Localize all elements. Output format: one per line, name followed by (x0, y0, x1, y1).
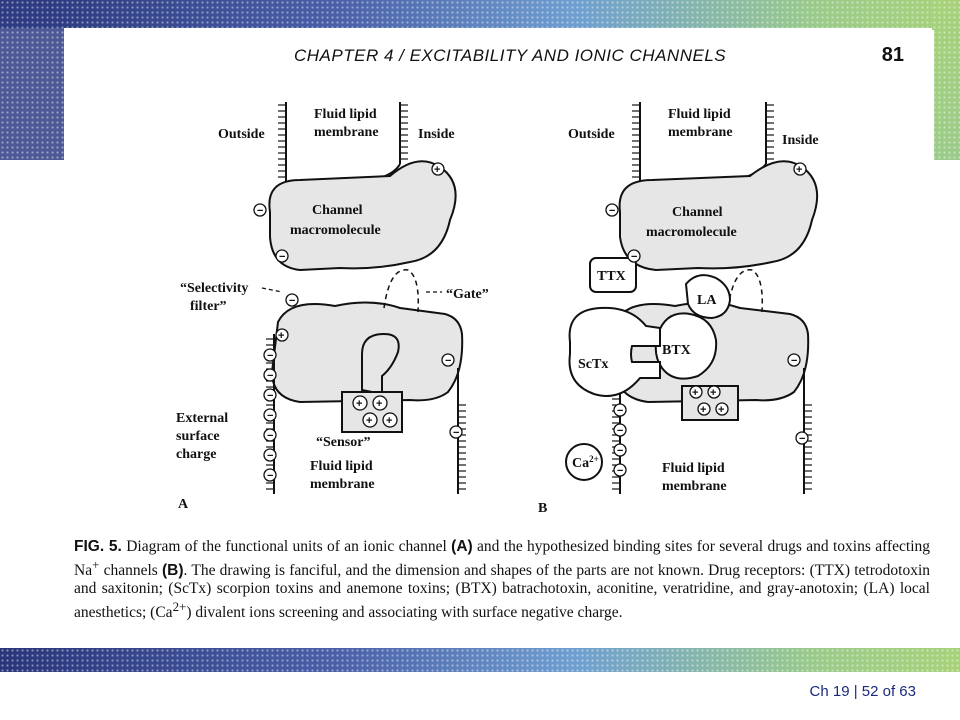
caption-ref-b: (B) (162, 562, 184, 580)
svg-text:−: − (267, 410, 273, 422)
diagram-b-ca-label: Ca2+ (572, 454, 599, 471)
caption-ca-sup: 2+ (172, 599, 187, 615)
caption-text-2: and the hypothesized binding sites for s… (74, 538, 931, 580)
diagram-b-ttx-label: TTX (597, 269, 626, 284)
svg-text:−: − (267, 430, 273, 442)
caption-fig-label: FIG. 5. (74, 538, 122, 555)
diagram-a-selectivity-label-1: “Selectivity (180, 281, 248, 296)
caption-text-4: . The drawing is fanciful, and the dimen… (74, 562, 930, 622)
caption-na-sup: + (92, 557, 100, 572)
diagram-b-btx-label: BTX (662, 343, 691, 358)
caption-text-3: channels (99, 562, 163, 580)
diagram-a-external-label-1: External (176, 411, 228, 426)
svg-text:−: − (617, 445, 623, 457)
diagram-b-panel-label: B (538, 501, 547, 516)
svg-text:+: + (366, 415, 372, 427)
svg-text:−: − (267, 350, 273, 362)
diagram-a-sensor-charges: + + + + (352, 395, 398, 428)
diagram-a-inside-label: Inside (418, 127, 455, 142)
svg-text:+: + (700, 404, 706, 416)
diagram-b-membrane-bottom-label-1: Fluid lipid (662, 461, 725, 476)
diagram-b-upper-channel (618, 160, 819, 272)
diagram-b: TTX LA BTX ScTx + + + + − − + (538, 102, 819, 516)
diagram-b-la-shape (684, 274, 732, 320)
diagram-a-sensor-label: “Sensor” (316, 435, 370, 450)
diagram-a-channel-label-1: Channel (312, 203, 363, 218)
svg-text:−: − (257, 205, 263, 217)
svg-text:−: − (267, 450, 273, 462)
diagram-b-membrane-top-label-2: membrane (668, 125, 733, 140)
diagram-b-sctx-shape (568, 306, 661, 397)
svg-text:+: + (692, 387, 698, 399)
caption-text-5: ) divalent ions screening and associatin… (186, 604, 623, 622)
page-number: 81 (881, 44, 904, 66)
svg-text:−: − (631, 251, 637, 263)
svg-text:−: − (279, 251, 285, 263)
figure-caption: FIG. 5. Diagram of the functional units … (74, 538, 930, 622)
diagram-a-gate-label: “Gate” (446, 287, 489, 302)
svg-text:+: + (710, 387, 716, 399)
svg-text:−: − (617, 465, 623, 477)
svg-text:+: + (376, 398, 382, 410)
caption-text-1: Diagram of the functional units of an io… (126, 538, 452, 555)
diagram-a-channel-label-2: macromolecule (290, 223, 381, 238)
diagram-b-lower-membrane-right (803, 368, 812, 494)
svg-text:−: − (445, 355, 451, 367)
svg-text:+: + (718, 404, 724, 416)
diagram-b-sctx-label: ScTx (578, 357, 608, 372)
left-frame-block (0, 0, 64, 160)
diagram-a-membrane-top-label-2: membrane (314, 125, 379, 140)
channel-diagram-figure: + + + + + − − − − − − − − − − + − (176, 102, 819, 516)
diagram-a-outside-label: Outside (218, 127, 265, 142)
diagram-a-panel-label: A (178, 497, 189, 512)
svg-text:+: + (796, 164, 802, 176)
top-frame-bar (0, 0, 960, 28)
bottom-frame-bar (0, 648, 960, 672)
svg-text:+: + (356, 398, 362, 410)
diagram-a-upper-channel (268, 160, 457, 272)
svg-text:−: − (289, 295, 295, 307)
svg-text:+: + (278, 330, 284, 342)
diagram-b-ca-circle (565, 443, 603, 481)
svg-text:−: − (267, 370, 273, 382)
svg-text:+: + (386, 415, 392, 427)
diagram-b-ttx-box (589, 257, 637, 293)
svg-text:−: − (617, 425, 623, 437)
diagram-a-gate-dashed (383, 269, 420, 313)
diagram-a-selectivity-pointer (261, 287, 283, 293)
diagram-b-gate-dashed (727, 269, 764, 313)
diagram-a-external-label-2: surface (176, 429, 220, 444)
chapter-title: CHAPTER 4 / EXCITABILITY AND IONIC CHANN… (294, 46, 727, 65)
right-frame-bar (932, 0, 960, 160)
diagram-b-la-label: LA (697, 293, 717, 308)
svg-text:−: − (609, 205, 615, 217)
diagram-b-surface-charges: − − + − − − − − − (605, 162, 809, 477)
slide-counter: Ch 19 | 52 of 63 (809, 683, 916, 700)
diagram-a-external-label-3: charge (176, 447, 216, 462)
diagram-a-membrane-bottom-label-2: membrane (310, 477, 375, 492)
svg-text:−: − (617, 405, 623, 417)
diagram-b-membrane-bottom-label-2: membrane (662, 479, 727, 494)
diagram-b-channel-label-1: Channel (672, 205, 723, 220)
diagram-a: + + + + + − − − − − − − − − − + − (176, 102, 489, 512)
diagram-b-outside-label: Outside (568, 127, 615, 142)
diagram-a-selectivity-label-2: filter” (190, 299, 227, 314)
svg-text:−: − (791, 355, 797, 367)
diagram-b-channel-label-2: macromolecule (646, 225, 737, 240)
diagram-b-sensor-charges: + + + + (689, 385, 729, 416)
svg-text:−: − (267, 390, 273, 402)
svg-text:−: − (453, 427, 459, 439)
svg-text:−: − (799, 433, 805, 445)
diagram-a-membrane-bottom-label-1: Fluid lipid (310, 459, 373, 474)
diagram-b-membrane-top-label-1: Fluid lipid (668, 107, 731, 122)
svg-text:−: − (267, 470, 273, 482)
page-header: CHAPTER 4 / EXCITABILITY AND IONIC CHANN… (294, 44, 914, 70)
diagram-a-sensor-stalk (361, 332, 400, 396)
diagram-a-membrane-top-label-1: Fluid lipid (314, 107, 377, 122)
caption-ref-a: (A) (451, 538, 473, 555)
svg-text:+: + (434, 164, 440, 176)
diagram-a-surface-charges: + − − − − − − − − − − + − − (253, 162, 463, 482)
diagram-b-inside-label: Inside (782, 133, 819, 148)
